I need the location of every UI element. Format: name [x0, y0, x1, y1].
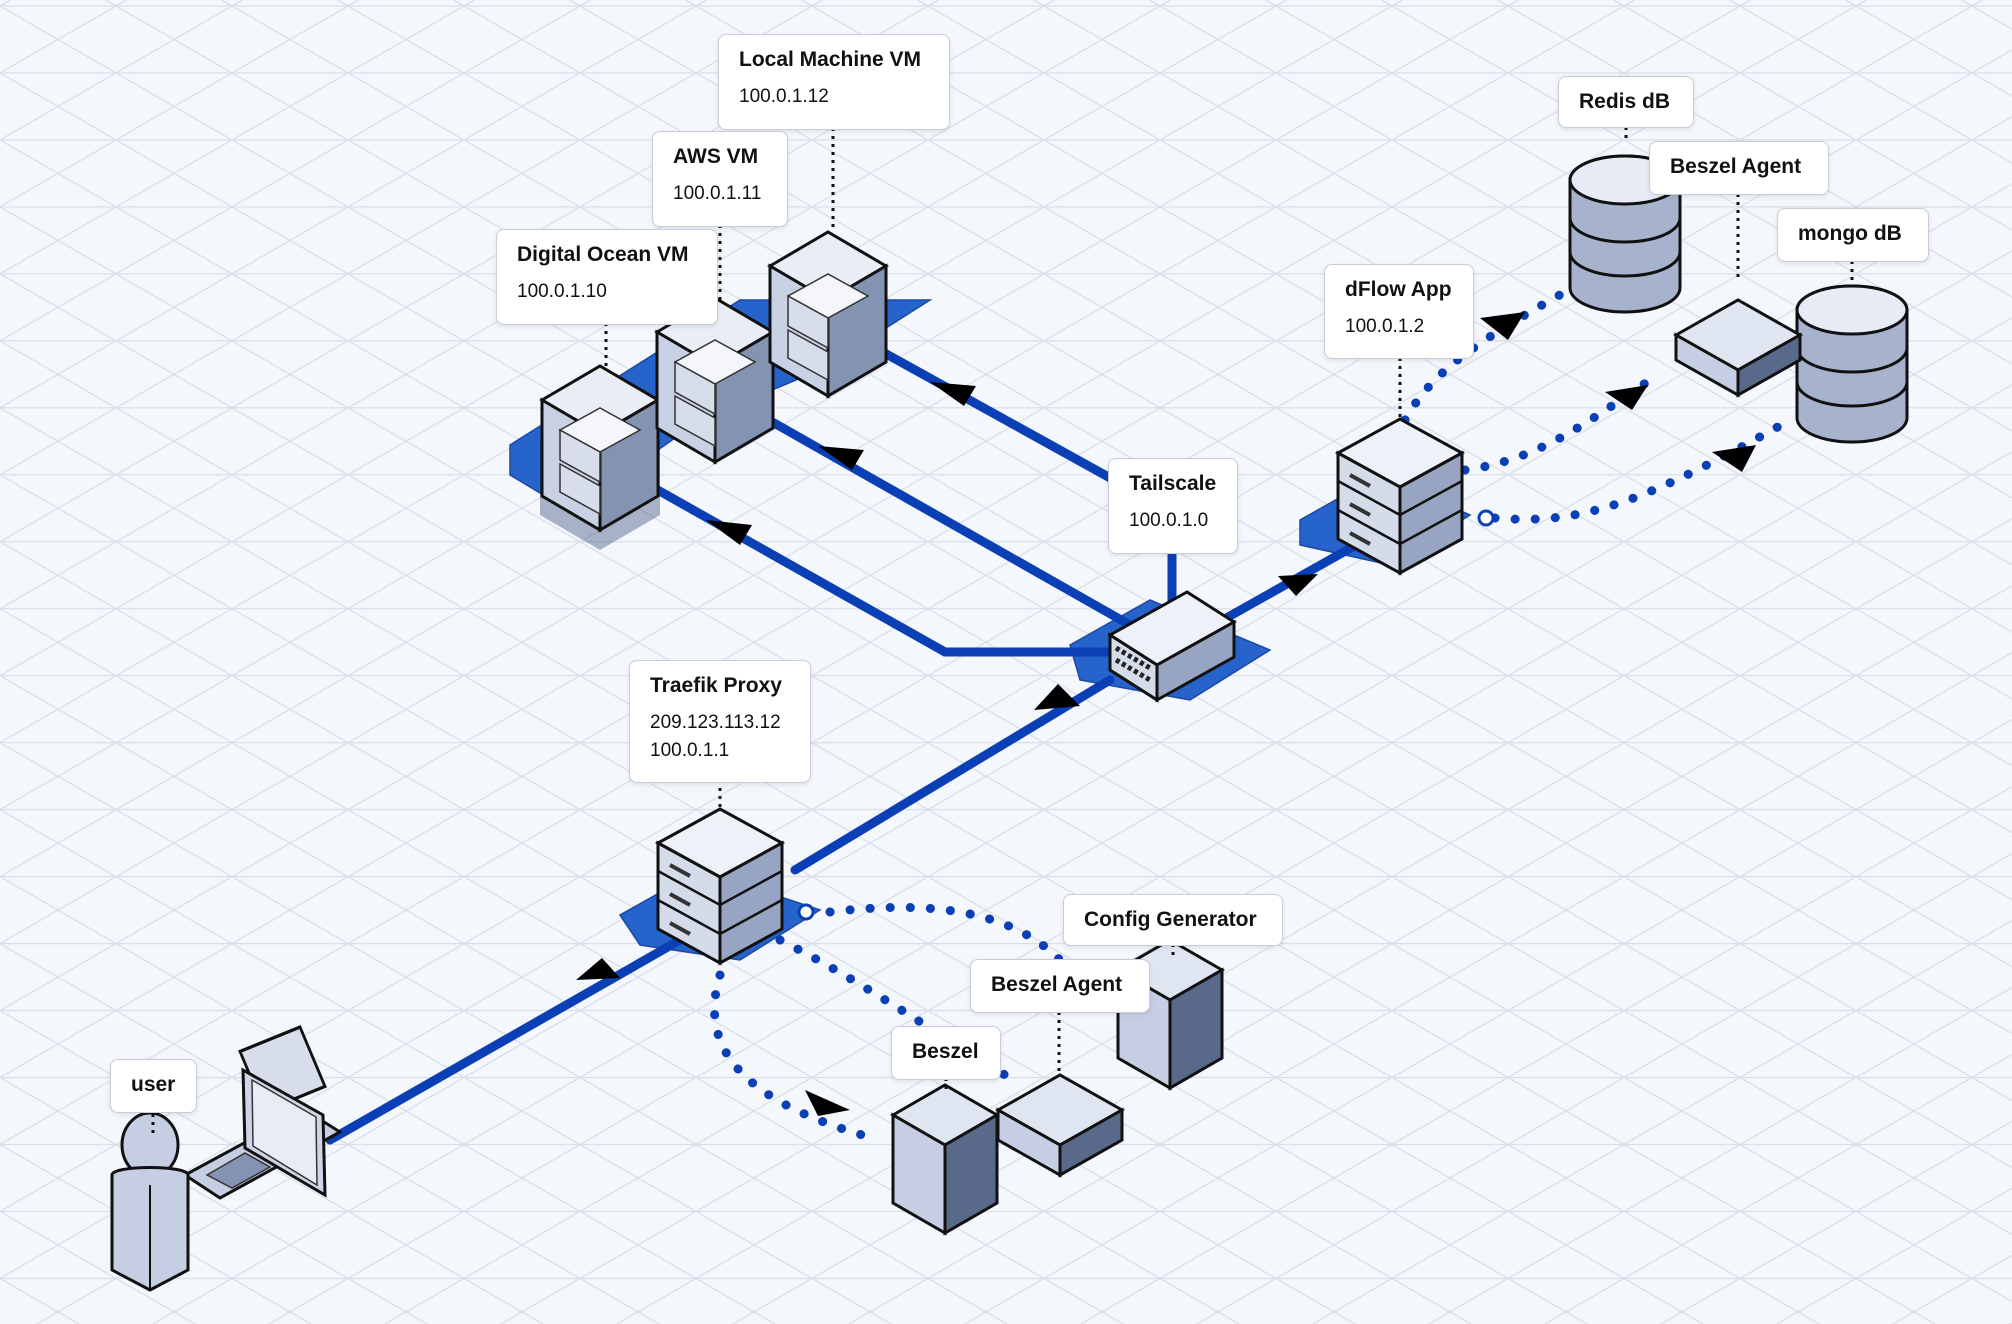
- arrow-to-do: [706, 520, 752, 545]
- label-config-generator[interactable]: Config Generator: [1063, 894, 1283, 946]
- label-title: Digital Ocean VM: [517, 243, 689, 266]
- label-tailscale[interactable]: Tailscale 100.0.1.0: [1108, 458, 1238, 554]
- label-user[interactable]: user: [110, 1059, 197, 1113]
- label-ip: 100.0.1.12: [739, 86, 829, 107]
- label-ip: 100.0.1.1: [650, 740, 730, 761]
- label-title: Beszel Agent: [991, 973, 1123, 996]
- arrow-traefik-tailscale: [1034, 684, 1080, 710]
- arrow-to-redis: [1480, 312, 1525, 340]
- link-traefik-tailscale: [790, 675, 1115, 875]
- label-title: Redis dB: [1579, 90, 1671, 113]
- vm-local-device[interactable]: [767, 230, 889, 399]
- label-ip: 100.0.1.10: [517, 281, 607, 302]
- ring-connectors: [797, 509, 1495, 921]
- arrow-user-traefik: [576, 958, 620, 980]
- arrow-to-aws: [818, 446, 864, 470]
- label-title: Config Generator: [1084, 908, 1257, 931]
- label-beszel-agent-proxy[interactable]: Beszel Agent: [970, 959, 1150, 1013]
- vm-do-device[interactable]: [539, 364, 661, 550]
- label-redis-db[interactable]: Redis dB: [1558, 76, 1694, 128]
- laptop-screen: [241, 1067, 327, 1198]
- traefik-server-device[interactable]: [654, 807, 786, 966]
- link-tailscale-local: [865, 340, 1155, 505]
- label-local-machine-vm[interactable]: Local Machine VM 100.0.1.12: [718, 34, 950, 130]
- link-tailscale-dflow: [1200, 535, 1370, 635]
- label-dflow-app[interactable]: dFlow App 100.0.1.2: [1324, 264, 1474, 359]
- mongo-db-device[interactable]: [1795, 284, 1909, 444]
- label-ip: 100.0.1.11: [673, 183, 762, 204]
- arrowheads: [576, 312, 1756, 1116]
- label-title: Local Machine VM: [739, 48, 922, 71]
- link-traefik-config: [825, 902, 1065, 965]
- beszel-agent-db-device[interactable]: [1672, 298, 1804, 398]
- label-title: Beszel Agent: [1670, 155, 1802, 178]
- user-person-icon: [110, 1111, 190, 1292]
- label-mongo-db[interactable]: mongo dB: [1777, 208, 1929, 262]
- arrow-to-local: [930, 382, 976, 406]
- arrow-to-beszel: [805, 1090, 850, 1116]
- label-ip: 209.123.113.12: [650, 712, 781, 733]
- link-dflow-mongo: [1490, 415, 1795, 524]
- label-title: Traefik Proxy: [650, 674, 782, 697]
- arrow-to-dflow: [1278, 574, 1318, 596]
- label-aws-vm[interactable]: AWS VM 100.0.1.11: [652, 131, 788, 227]
- label-title: AWS VM: [673, 145, 759, 168]
- label-digital-ocean-vm[interactable]: Digital Ocean VM 100.0.1.10: [496, 229, 718, 325]
- vm-aws-device[interactable]: [654, 296, 776, 465]
- label-title: Beszel: [912, 1040, 979, 1063]
- label-leaders: [151, 127, 1854, 1138]
- label-beszel[interactable]: Beszel: [891, 1026, 1001, 1080]
- link-traefik-beszel: [709, 970, 885, 1145]
- label-ip: 100.0.1.2: [1345, 316, 1425, 337]
- label-ip: 100.0.1.0: [1129, 510, 1209, 531]
- beszel-device[interactable]: [889, 1083, 1001, 1236]
- arrow-to-agent: [1605, 385, 1648, 410]
- label-title: Tailscale: [1129, 472, 1217, 495]
- link-tailscale-aws: [755, 410, 1135, 630]
- tailscale-switch-device[interactable]: [1107, 590, 1237, 703]
- label-title: user: [131, 1073, 176, 1096]
- link-user-traefik: [325, 935, 685, 1145]
- label-title: mongo dB: [1798, 222, 1902, 245]
- label-title: dFlow App: [1345, 278, 1452, 301]
- dflow-server-device[interactable]: [1334, 417, 1466, 576]
- arrow-to-mongo: [1712, 445, 1756, 472]
- label-traefik-proxy[interactable]: Traefik Proxy 209.123.113.12 100.0.1.1: [629, 660, 811, 783]
- beszel-agent-proxy-device[interactable]: [994, 1073, 1126, 1178]
- label-beszel-agent-db[interactable]: Beszel Agent: [1649, 141, 1829, 195]
